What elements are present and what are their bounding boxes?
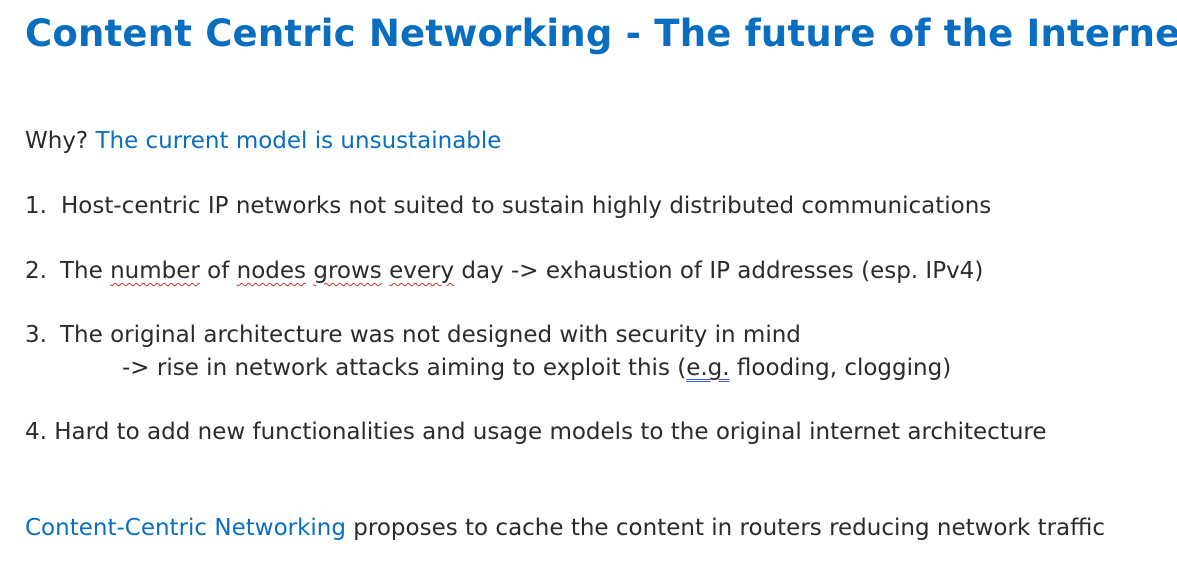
- point-4: 4. Hard to add new functionalities and u…: [25, 419, 1047, 445]
- point-1-number: 1.: [25, 193, 47, 219]
- why-text: The current model is unsustainable: [95, 128, 502, 154]
- point-3-text: The original architecture was not design…: [60, 322, 801, 348]
- point-1: 1. Host-centric IP networks not suited to…: [25, 193, 991, 219]
- point-2-text-mid1: of: [199, 258, 237, 284]
- point-3-sub-post: flooding, clogging): [729, 355, 952, 381]
- point-3: 3. The original architecture was not desi…: [25, 322, 801, 348]
- conclusion-line: Content-Centric Networking proposes to c…: [25, 515, 1105, 541]
- point-2-word-grows: grows: [313, 258, 382, 284]
- why-line: Why? The current model is unsustainable: [25, 128, 501, 154]
- point-4-text: Hard to add new functionalities and usag…: [54, 419, 1047, 445]
- conclusion-text: proposes to cache the content in routers…: [345, 515, 1106, 541]
- why-label: Why?: [25, 128, 89, 154]
- point-2-word-nodes: nodes: [236, 258, 307, 284]
- conclusion-highlight: Content-Centric Networking: [25, 515, 346, 541]
- slide-title: Content Centric Networking - The future …: [25, 12, 1177, 55]
- point-3-sub-pre: -> rise in network attacks aiming to exp…: [122, 355, 687, 381]
- point-2-text-post: day -> exhaustion of IP addresses (esp. …: [454, 258, 984, 284]
- point-2: 2. The number of nodes grows every day ->…: [25, 258, 983, 284]
- point-3-sub-eg: e.g.: [686, 355, 730, 381]
- point-2-word-number: number: [110, 258, 200, 284]
- point-2-number: 2.: [25, 258, 47, 284]
- point-3-number: 3.: [25, 322, 47, 348]
- point-2-text-pre: The: [60, 258, 111, 284]
- point-2-word-every: every: [389, 258, 455, 284]
- point-4-number: 4.: [25, 419, 47, 445]
- point-2-text-mid3: [382, 258, 389, 284]
- point-1-text: Host-centric IP networks not suited to s…: [61, 193, 992, 219]
- point-3-subline: -> rise in network attacks aiming to exp…: [25, 355, 951, 381]
